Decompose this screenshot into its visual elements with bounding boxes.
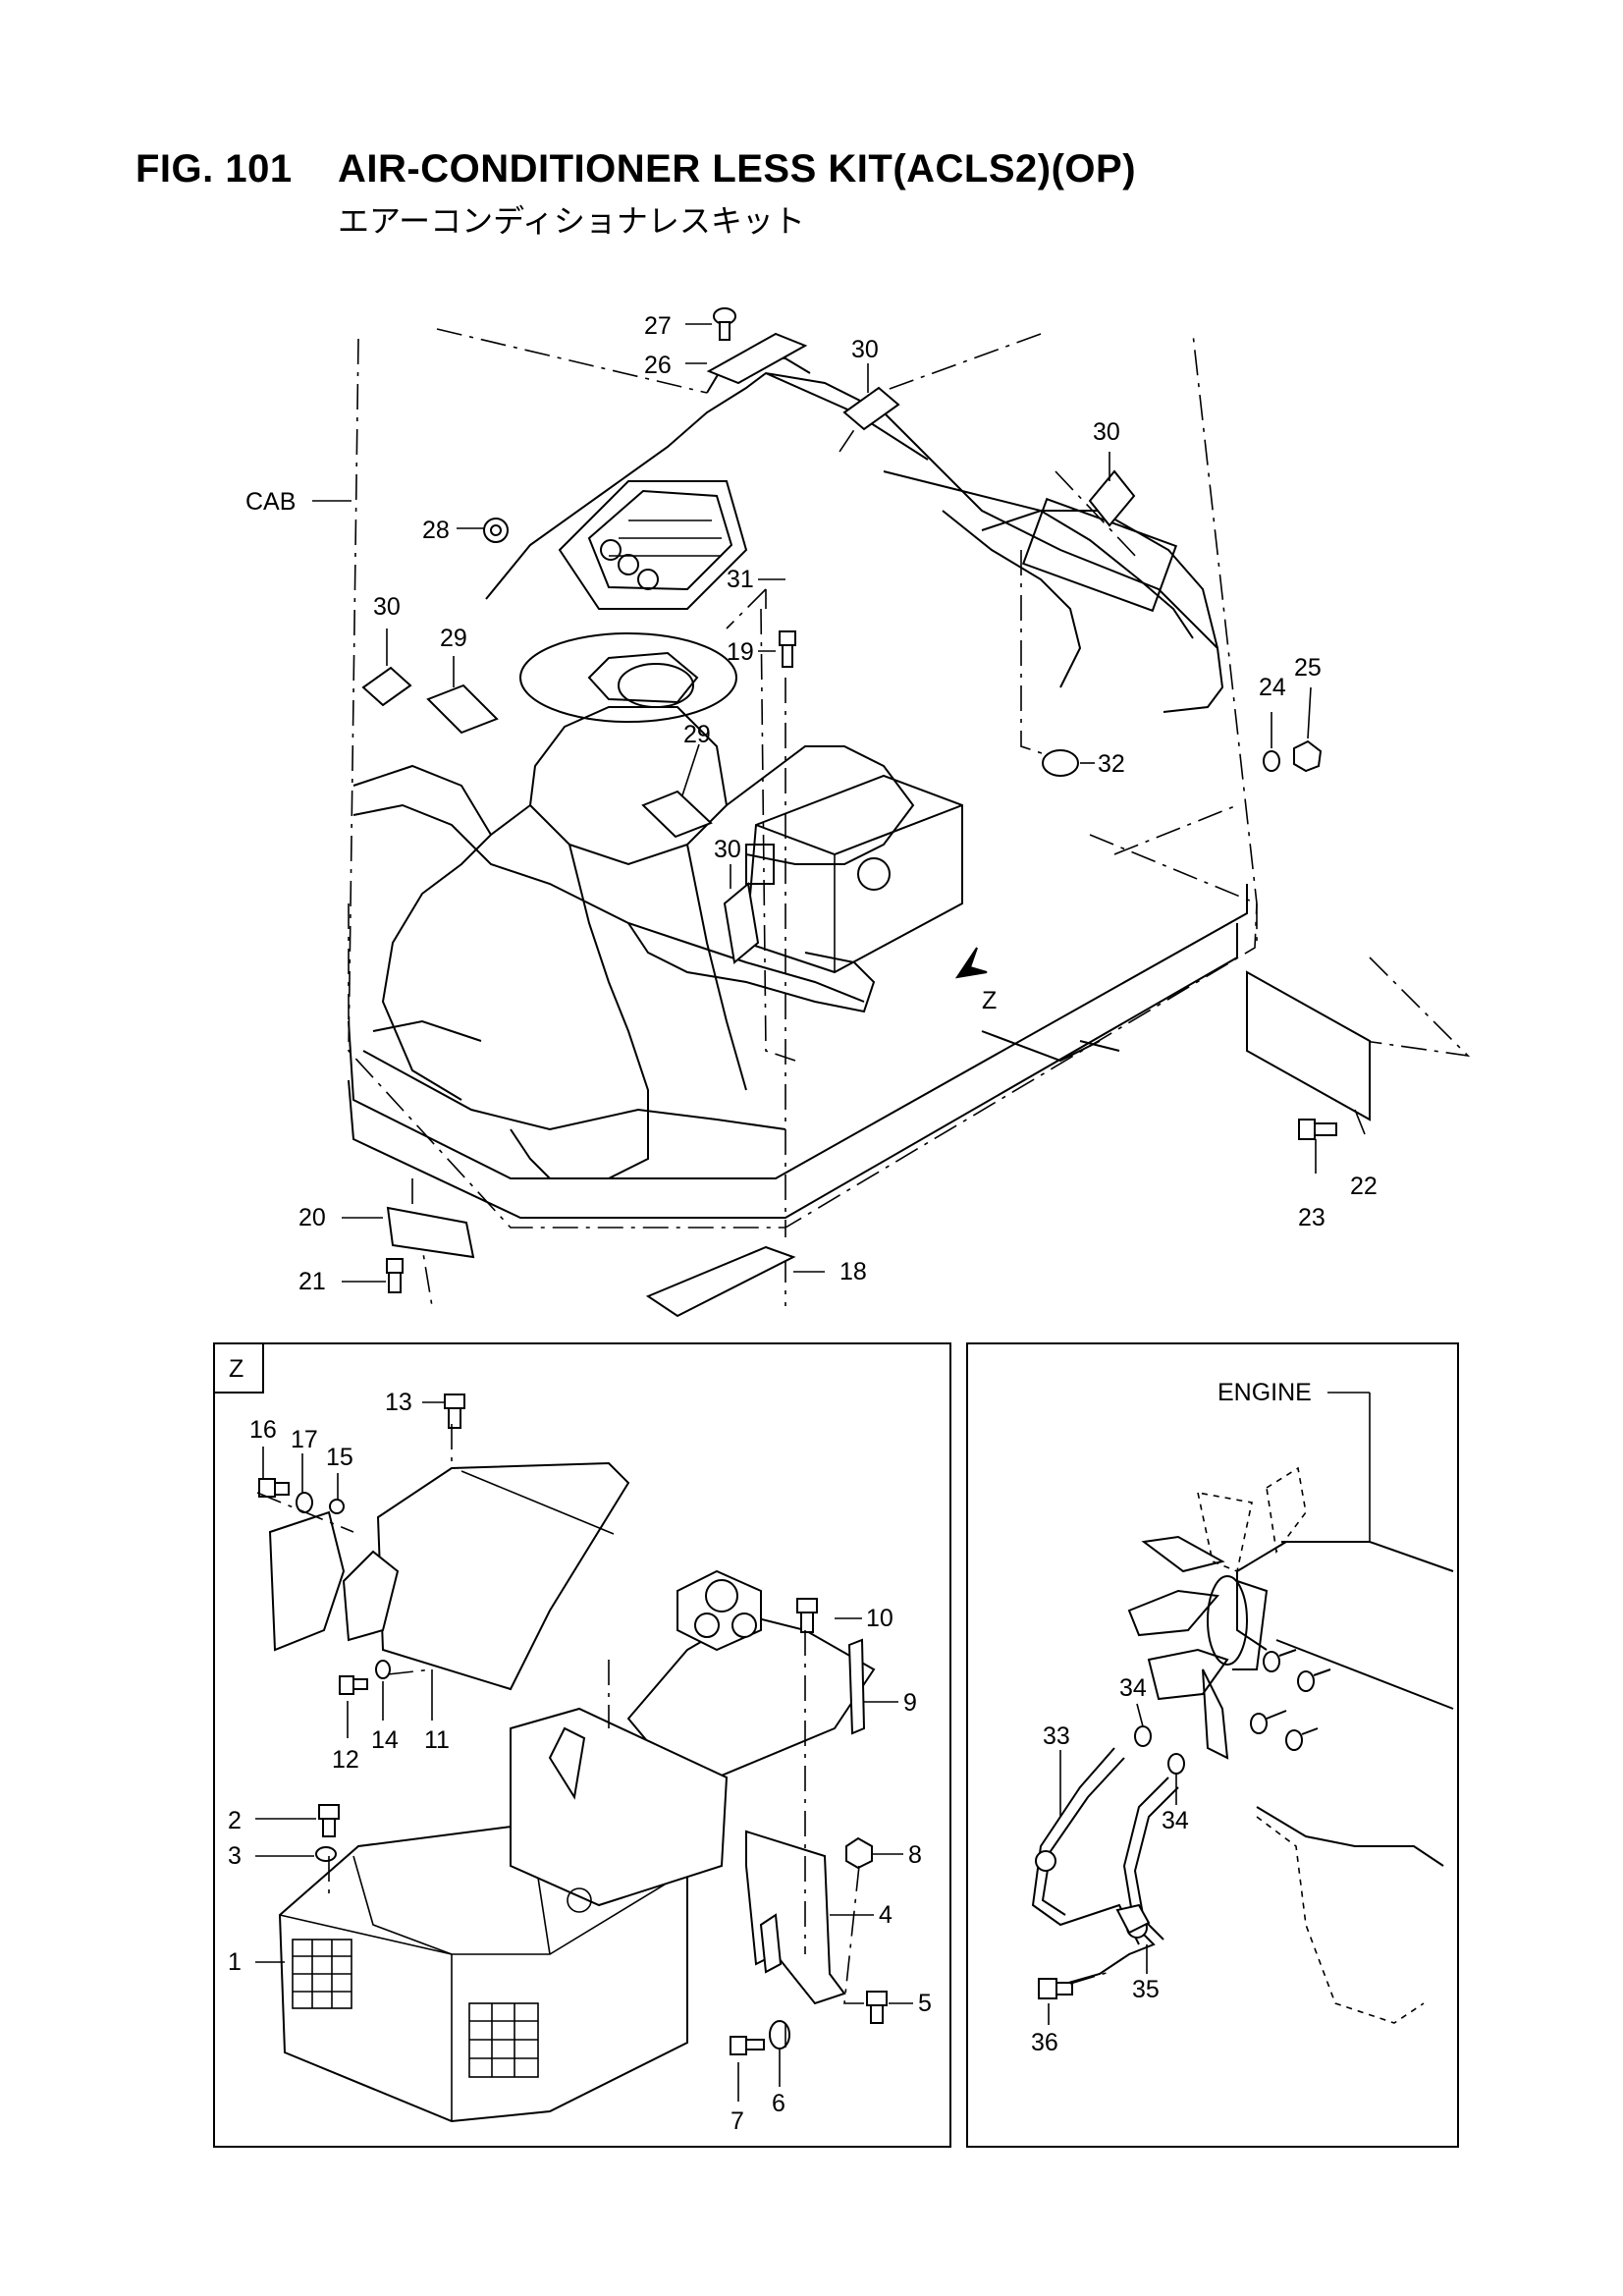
figure-number: FIG. 101 <box>135 147 293 191</box>
callout-24: 24 <box>1259 674 1286 701</box>
callout-20: 20 <box>298 1204 326 1231</box>
callout-28: 28 <box>422 517 450 544</box>
callout-6: 6 <box>772 2090 785 2117</box>
callout-11: 11 <box>424 1726 450 1754</box>
callout-29: 29 <box>440 625 467 652</box>
main-view-labels: CAB Z 27 26 30 30 28 30 29 29 30 31 19 3… <box>245 312 1378 1295</box>
callout-25: 25 <box>1294 654 1322 682</box>
callout-17: 17 <box>291 1426 318 1453</box>
callout-7: 7 <box>730 2107 744 2135</box>
vent-grille-left <box>292 1939 352 2009</box>
callout-1: 1 <box>228 1948 242 1976</box>
vent-grille-right <box>468 2002 539 2078</box>
cab-assembly-drawing <box>312 328 1471 1307</box>
callout-18: 18 <box>839 1258 867 1285</box>
fan-drawing <box>1127 1466 1307 1760</box>
callout-31: 31 <box>727 566 754 593</box>
callout-26: 26 <box>644 352 672 379</box>
callout-36: 36 <box>1031 2029 1058 2056</box>
callout-9: 9 <box>903 1689 917 1717</box>
callout-23: 23 <box>1298 1204 1325 1231</box>
callout-22: 22 <box>1350 1173 1378 1200</box>
callout-33: 33 <box>1043 1722 1070 1750</box>
callout-30: 30 <box>1093 418 1120 446</box>
callout-10: 10 <box>866 1605 893 1632</box>
detail-z-label: Z <box>229 1355 243 1383</box>
callout-5: 5 <box>918 1990 932 2017</box>
callout-30: 30 <box>373 593 401 621</box>
callout-14: 14 <box>371 1726 399 1754</box>
detail-z-panel: Z <box>213 1342 951 2148</box>
callout-30: 30 <box>851 336 879 363</box>
callout-3: 3 <box>228 1842 242 1870</box>
main-view-leaders <box>342 323 1366 1283</box>
figure-subtitle: エアーコンディショナレスキット <box>338 202 805 240</box>
callout-34: 34 <box>1119 1674 1147 1702</box>
callout-4: 4 <box>879 1901 893 1929</box>
callout-29: 29 <box>683 721 711 748</box>
main-view-parts <box>361 307 1371 1318</box>
callout-27: 27 <box>644 312 672 340</box>
cab-label: CAB <box>245 488 296 516</box>
callout-2: 2 <box>228 1807 242 1834</box>
engine-detail-panel: ENGINE <box>966 1342 1459 2148</box>
callout-12: 12 <box>332 1746 359 1774</box>
figure-title: AIR-CONDITIONER LESS KIT(ACLS2)(OP) <box>338 147 1137 191</box>
callout-15: 15 <box>326 1444 353 1471</box>
callout-16: 16 <box>249 1416 277 1444</box>
callout-34: 34 <box>1162 1807 1189 1834</box>
callout-35: 35 <box>1132 1976 1160 2003</box>
callout-32: 32 <box>1098 750 1125 778</box>
view-z-arrow-label: Z <box>982 987 997 1014</box>
callout-19: 19 <box>727 638 754 666</box>
engine-label: ENGINE <box>1217 1379 1312 1406</box>
callout-21: 21 <box>298 1268 326 1295</box>
callout-8: 8 <box>908 1841 922 1869</box>
callout-30: 30 <box>714 836 741 863</box>
callout-13: 13 <box>385 1389 412 1416</box>
